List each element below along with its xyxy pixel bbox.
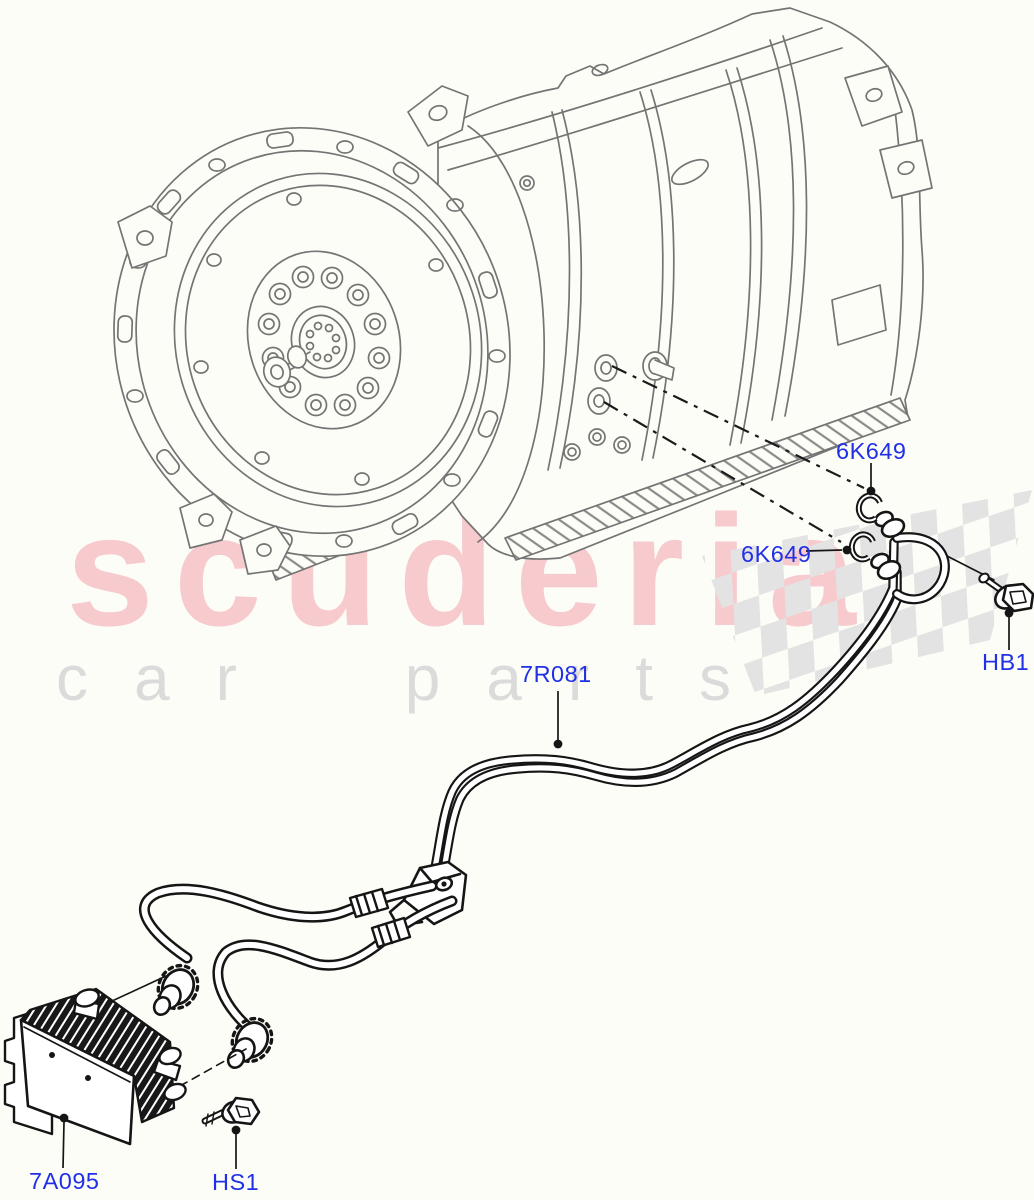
leader-lines bbox=[59, 463, 1014, 1169]
hose-fitting-lower-drawing bbox=[226, 1016, 274, 1069]
oil-cooler-drawing bbox=[3, 987, 187, 1146]
transmission-drawing bbox=[113, 7, 933, 581]
oil-cooler-tubes-drawing bbox=[96, 510, 950, 1087]
part-label-hs1[interactable]: HS1 bbox=[212, 1169, 260, 1195]
part-label-hb1[interactable]: HB1 bbox=[982, 649, 1030, 675]
part-label-7r081[interactable]: 7R081 bbox=[520, 661, 592, 687]
flag-shape bbox=[702, 490, 1032, 696]
snap-ring-upper-drawing bbox=[855, 492, 883, 524]
part-label-7a095[interactable]: 7A095 bbox=[29, 1168, 100, 1194]
part-label-6k649-upper[interactable]: 6K649 bbox=[836, 438, 907, 464]
part-label-6k649-lower[interactable]: 6K649 bbox=[741, 541, 812, 567]
bolt-hs1-drawing bbox=[201, 1096, 261, 1127]
hose-fitting-upper-drawing bbox=[152, 963, 200, 1016]
tube-bracket-drawing bbox=[388, 860, 468, 928]
dash-dot-leader-lines bbox=[603, 365, 865, 543]
watermark-tagline-text: car parts bbox=[56, 642, 777, 714]
snap-ring-lower-drawing bbox=[848, 531, 876, 563]
bolt-hb1-drawing bbox=[946, 555, 1034, 613]
